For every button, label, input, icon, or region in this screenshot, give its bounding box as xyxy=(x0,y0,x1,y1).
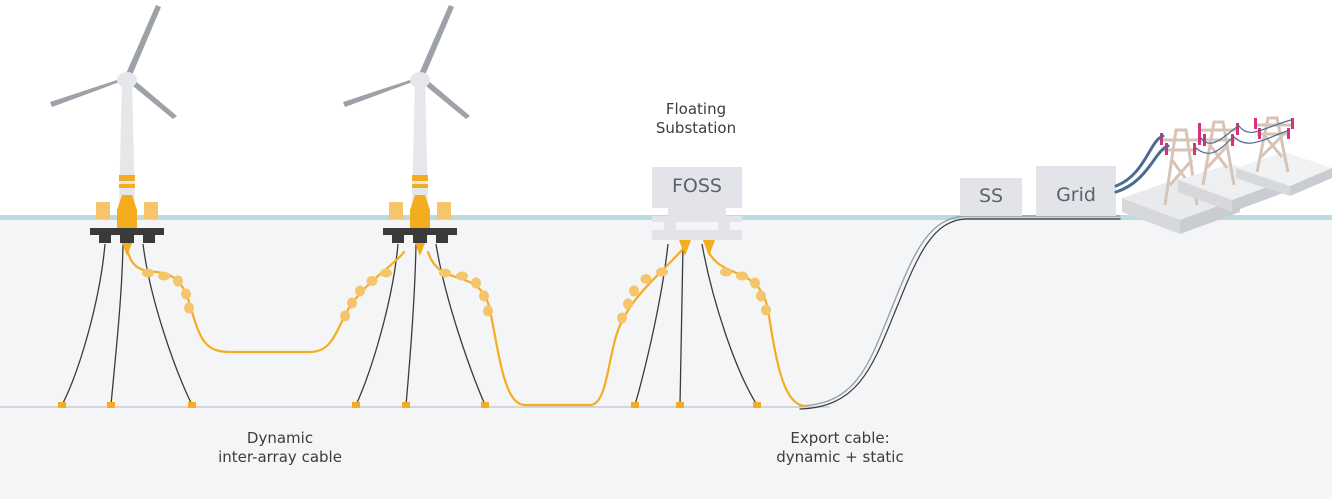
grid-label: Grid xyxy=(1056,184,1096,206)
floating-substation-icon xyxy=(652,167,742,256)
floating-wind-turbine-icon xyxy=(343,5,470,256)
export-cable-static xyxy=(799,215,1121,410)
export-cable-label: Export cable: dynamic + static xyxy=(740,429,940,467)
floating-substation-label: Floating Substation xyxy=(636,100,756,138)
floating-substation-label-line2: Substation xyxy=(655,119,737,137)
mooring-lines xyxy=(61,243,758,406)
export-cable-label-line2: dynamic + static xyxy=(776,448,904,466)
floating-substation-label-line1: Floating xyxy=(665,100,727,118)
grid-wires xyxy=(1114,119,1292,194)
foss-label: FOSS xyxy=(671,175,722,197)
grid-box xyxy=(1036,166,1116,216)
ss-box xyxy=(960,178,1022,216)
ss-label: SS xyxy=(978,185,1004,207)
inter-array-cable-label-line2: inter-array cable xyxy=(218,448,342,466)
floating-wind-turbine-icon xyxy=(50,5,177,256)
anchors xyxy=(58,402,761,408)
export-cable-label-line1: Export cable: xyxy=(790,429,890,447)
buoyancy-modules xyxy=(142,267,771,324)
inter-array-cable-label-line1: Dynamic xyxy=(246,429,314,447)
inter-array-cable-label: Dynamic inter-array cable xyxy=(180,429,380,467)
